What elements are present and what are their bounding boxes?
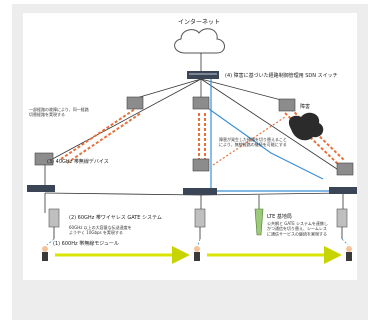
gate-label: (2) 60GHz 帯ワイヤレス GATE システム (69, 214, 162, 221)
note-top-left: 一部経路の故障により、同一経路切替経路を実現する (29, 106, 89, 117)
radio-links (46, 238, 349, 246)
device-box (192, 158, 210, 172)
lte-tower-icon (254, 203, 264, 236)
note-gate: 60GHz 以上の大容量な伝送速度をようやく 10Gbps を実現する (69, 224, 132, 235)
antenna-icon (48, 208, 60, 239)
device-box (192, 96, 210, 110)
device-label: (3) 40GHz 帯無線デバイス (47, 158, 109, 165)
device-box (336, 162, 354, 176)
person-icon (346, 246, 352, 261)
note-lte: 公共網と GATE システムを連携しかつ通信を切り替え、シームレスに通信サービス… (267, 220, 328, 236)
internet-label: インターネット (178, 18, 220, 26)
antenna-icon (194, 208, 206, 239)
gate-antennas (48, 208, 348, 239)
module-label: (1) 600Hz 帯無線モジュール (53, 240, 119, 247)
image-frame: インターネット (12, 4, 368, 320)
person-icon (42, 246, 48, 261)
device-box (278, 98, 296, 112)
network-diagram: インターネット (27, 18, 357, 264)
antenna-icon (336, 208, 348, 239)
wireless-devices (34, 96, 354, 176)
user-icons (42, 246, 352, 261)
internet-cloud-icon (174, 28, 225, 54)
device-box (126, 96, 144, 110)
switch-label: (4) 障害に基づいた経路制御管理用 SDN スイッチ (225, 72, 338, 79)
blue-links (201, 77, 343, 192)
person-icon (194, 246, 200, 261)
note-mid: 障害が発生した経路を切り替えることにより、無線経路の継続を可能にする (219, 136, 287, 147)
lte-label: LTE 基地局 (267, 213, 292, 220)
device-box (34, 152, 54, 166)
diagram-panel: インターネット (23, 13, 357, 280)
obstacle-label: 障害 (300, 103, 310, 110)
sdn-switch-top (187, 71, 219, 79)
lower-switches (27, 185, 357, 195)
obstacle-icon (288, 112, 324, 141)
